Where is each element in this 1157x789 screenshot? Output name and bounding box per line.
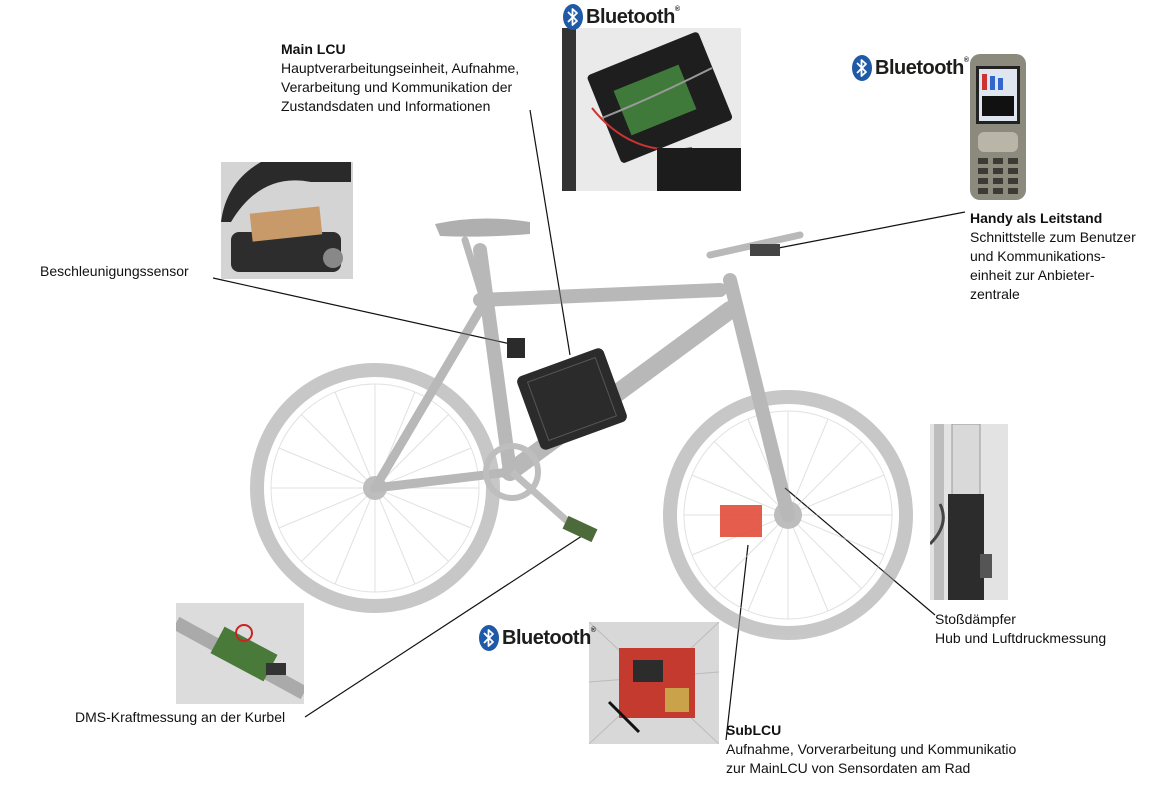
sublcu-title: SubLCU: [726, 722, 782, 738]
crank-sensor: [176, 603, 304, 704]
handy-desc-4: zentrale: [970, 286, 1020, 302]
handy-desc-2: und Kommunikations-: [970, 248, 1106, 264]
handy-title: Handy als Leitstand: [970, 210, 1103, 226]
bluetooth-reg: ®: [590, 626, 596, 634]
bluetooth-text: Bluetooth: [502, 626, 591, 649]
bluetooth-text: Bluetooth: [586, 5, 675, 28]
leader-dms: [304, 531, 589, 718]
main-lcu-box: [517, 348, 627, 450]
main-lcu-photo: [562, 28, 741, 191]
bluetooth-icon: [852, 55, 872, 81]
bluetooth-logo-phone: Bluetooth®: [852, 55, 969, 81]
sublcu-label: SubLCU Aufnahme, Vorverarbeitung und Kom…: [726, 721, 1016, 778]
bluetooth-logo-sublcu: Bluetooth®: [479, 625, 596, 651]
handy-desc-1: Schnittstelle zum Benutzer: [970, 229, 1136, 245]
leader-stossdaempfer: [784, 487, 936, 616]
stossdaempfer-desc: Hub und Luftdruckmessung: [935, 630, 1107, 646]
bluetooth-text: Bluetooth: [875, 56, 964, 79]
sublcu-desc-1: Aufnahme, Vorverarbeitung und Kommunikat…: [726, 741, 1017, 757]
sublcu-desc-2: zur MainLCU von Sensordaten am Rad: [726, 760, 971, 776]
leader-sublcu: [725, 544, 749, 741]
bluetooth-reg: ®: [963, 56, 969, 64]
circuit-board: [589, 622, 719, 744]
bluetooth-logo-main: Bluetooth®: [563, 4, 680, 30]
main-lcu-desc-3: Zustandsdaten und Informationen: [281, 98, 491, 114]
beschleunigungssensor-label: Beschleunigungssensor: [40, 263, 189, 279]
bluetooth-icon: [563, 4, 583, 30]
bluetooth-icon: [479, 625, 499, 651]
main-lcu-desc-1: Hauptverarbeitungseinheit, Aufnahme,: [281, 60, 520, 76]
suspension-fork: [930, 424, 1008, 600]
main-lcu-title: Main LCU: [281, 41, 346, 57]
handy-label: Handy als Leitstand Schnittstelle zum Be…: [970, 209, 1136, 304]
stossdaempfer-title: Stoßdämpfer: [935, 611, 1016, 627]
handy-desc-3: einheit zur Anbieter-: [970, 267, 1095, 283]
accelerometer-photo: [221, 162, 353, 279]
main-lcu-desc-2: Verarbeitung und Kommunikation der: [281, 79, 513, 95]
bluetooth-reg: ®: [674, 5, 680, 13]
leader-handy: [767, 211, 966, 251]
dms-label: DMS-Kraftmessung an der Kurbel: [75, 709, 286, 725]
main-lcu-label: Main LCU Hauptverarbeitungseinheit, Aufn…: [281, 40, 519, 116]
mountain-bike: [250, 218, 913, 640]
mobile-phone: [968, 52, 1028, 202]
leader-main-lcu: [529, 109, 571, 356]
stossdaempfer-label: Stoßdämpfer Hub und Luftdruckmessung: [935, 610, 1106, 648]
